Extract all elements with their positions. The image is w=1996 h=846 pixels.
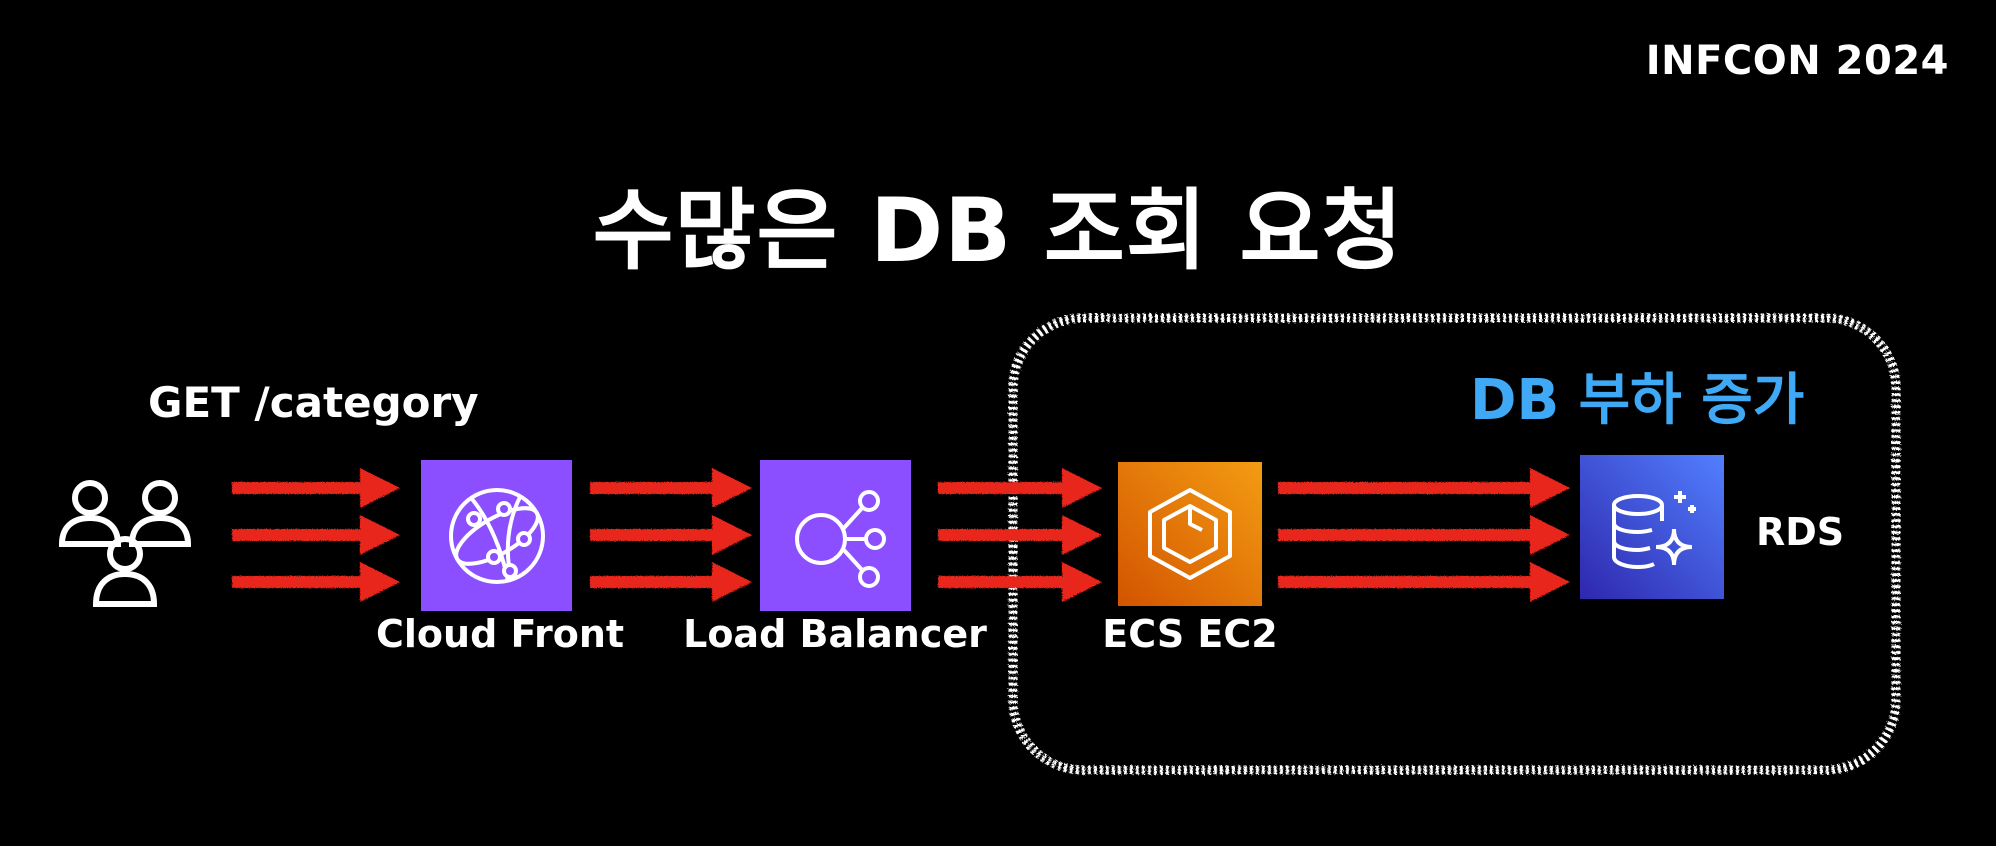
ecs-label: ECS EC2 bbox=[1102, 612, 1278, 656]
request-arrow bbox=[938, 468, 1102, 508]
request-arrow bbox=[1278, 562, 1570, 602]
request-arrow bbox=[1278, 515, 1570, 555]
users-icon bbox=[58, 480, 192, 607]
rds-node bbox=[1580, 455, 1724, 599]
arrow-group-cloudfront-loadbalancer bbox=[590, 468, 752, 602]
ecs-icon bbox=[1148, 488, 1232, 580]
arrow-group-loadbalancer-ecs bbox=[938, 468, 1102, 602]
request-arrow bbox=[590, 562, 752, 602]
request-arrow bbox=[590, 515, 752, 555]
cloudfront-label: Cloud Front bbox=[376, 612, 625, 656]
request-arrow bbox=[590, 468, 752, 508]
request-arrow bbox=[938, 515, 1102, 555]
loadbalancer-label: Load Balancer bbox=[683, 612, 987, 656]
brand-label: INFCON 2024 bbox=[1645, 38, 1949, 84]
db-load-label: DB 부하 증가 bbox=[1470, 368, 1805, 433]
load-balancer-icon bbox=[794, 489, 886, 588]
request-arrow bbox=[232, 515, 400, 555]
cloudfront-node bbox=[421, 460, 572, 611]
loadbalancer-node bbox=[760, 460, 911, 611]
ecs-node bbox=[1118, 462, 1262, 606]
arrow-group-ecs-rds bbox=[1278, 468, 1570, 602]
request-label: GET /category bbox=[148, 378, 479, 427]
users-node bbox=[56, 474, 196, 614]
slide-title: 수많은 DB 조회 요청 bbox=[592, 179, 1404, 282]
rds-icon bbox=[1612, 491, 1696, 570]
rds-label: RDS bbox=[1756, 510, 1845, 554]
request-arrow bbox=[938, 562, 1102, 602]
request-arrow bbox=[232, 562, 400, 602]
cloudfront-icon bbox=[448, 487, 545, 584]
arrow-group-users-cloudfront bbox=[232, 468, 400, 602]
request-arrow bbox=[1278, 468, 1570, 508]
request-arrow bbox=[232, 468, 400, 508]
